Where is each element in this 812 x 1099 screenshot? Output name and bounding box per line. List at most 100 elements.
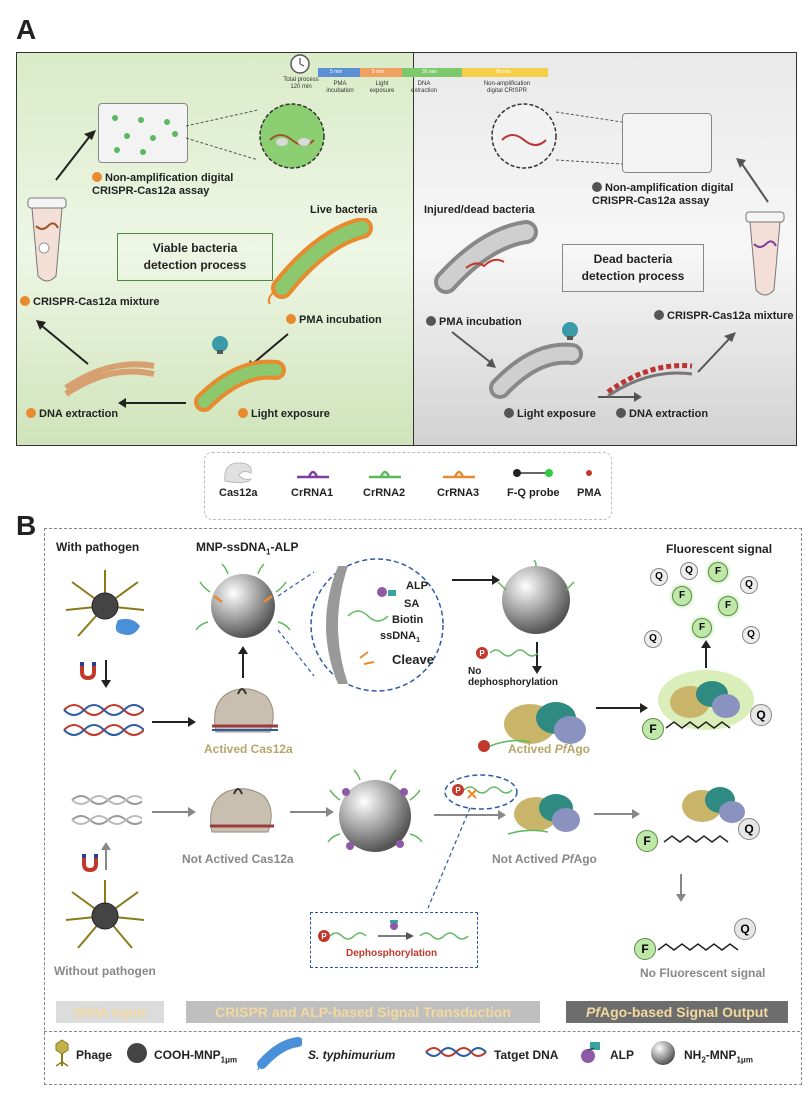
timeline-seg-light-time: 5 min: [372, 69, 385, 75]
step-5-icon: [92, 172, 102, 182]
step-1-icon-right: [426, 316, 436, 326]
pma-label-right: PMA incubation: [426, 316, 522, 328]
timeline-seg-pma: [318, 68, 360, 77]
phage-legend-icon: [55, 1039, 69, 1067]
nh2-mnp-icon: [651, 1041, 675, 1065]
phosphate-p: P: [479, 649, 485, 658]
cas12a-icon: [224, 462, 253, 484]
fluor-q-4: Q: [644, 630, 662, 648]
dna-label-left: DNA extraction: [26, 408, 118, 420]
legend-nh2-mnp: NH2-MNP1μm: [684, 1048, 753, 1065]
step-3-icon-right: [616, 408, 626, 418]
zoom-biotin-label: Biotin: [392, 614, 424, 626]
crrna1-icon: [297, 470, 329, 479]
dna-strands-right: [606, 363, 693, 398]
timeline-seg-light: [360, 68, 402, 77]
legend-fq-probe: F-Q probe: [507, 487, 560, 499]
viable-process-box: Viable bacteria detection process: [117, 233, 273, 281]
live-bacterium: [267, 218, 373, 304]
step-2-icon: [238, 408, 248, 418]
light-bulb-icon-right: [562, 322, 578, 340]
arrow-cas-to-mnp: [238, 646, 248, 678]
light-bulb-icon-left: [212, 336, 228, 354]
step-2-icon-right: [504, 408, 514, 418]
phosphate-p-dephos: P: [321, 932, 327, 941]
pfago-probe-intact: [663, 787, 745, 843]
dephos-label: Dephosphorylation: [346, 948, 438, 959]
legend-pma: PMA: [577, 487, 602, 499]
step-4-icon: [20, 296, 30, 306]
clock-icon: [290, 54, 310, 74]
cooh-mnp-icon: [127, 1043, 147, 1063]
tube-right: [745, 211, 785, 296]
timeline-label-light: Light exposure: [369, 81, 395, 94]
pfago-active: [478, 702, 586, 752]
injured-bacteria-label: Injured/dead bacteria: [424, 204, 535, 216]
probe-f-top: F: [642, 718, 664, 740]
mnp-title: MNP-ssDNA1-ALP: [196, 540, 299, 557]
s-typhimurium-icon: [257, 1037, 302, 1070]
legend-cooh-mnp: COOH-MNP1μm: [154, 1048, 238, 1065]
panel-b-letter: B: [16, 510, 37, 541]
legend-crrna3: CrRNA3: [437, 487, 480, 499]
fluor-f-4: F: [692, 618, 712, 638]
arrow-probe-down-bottom: [676, 874, 686, 902]
magnet-icon-bottom: [82, 854, 98, 872]
arrow-dna-to-cas-top: [152, 717, 196, 727]
phage-mnp-cluster-bottom: [65, 880, 145, 949]
actived-pfago-label: Actived PfAgo: [508, 742, 591, 756]
timeline-seg-crispr-time: 80 min: [496, 69, 512, 75]
nontarget-dna: [71, 795, 142, 825]
arrow-mixture-to-assay-right: [736, 158, 769, 203]
arrow-to-fluor: [701, 640, 711, 668]
legend-alp: ALP: [610, 1048, 634, 1062]
fluor-f-2: F: [672, 586, 692, 606]
zoom-sa-label: SA: [404, 598, 420, 610]
legend-cas12a: Cas12a: [219, 487, 258, 499]
zoom-droplet-left: [186, 103, 325, 169]
live-bacteria-label: Live bacteria: [310, 204, 378, 216]
pma-label-left: PMA incubation: [286, 314, 382, 326]
blocked-ssdna-ellipse: P: [444, 774, 518, 810]
timeline-label-pma: PMA incubation: [326, 81, 354, 94]
arrow-mixture-to-assay-left: [55, 130, 96, 181]
timeline-seg-dna-time: 30 min: [422, 69, 438, 75]
phage-mnp-cluster-top: [65, 570, 145, 637]
probe-f-bottom-2: F: [634, 938, 656, 960]
arrow-nontarget-to-cas: [152, 807, 196, 817]
dna-label-right: DNA extraction: [616, 408, 708, 420]
no-dephos-label: No dephosphorylation: [468, 666, 558, 688]
probe-f-bottom-1: F: [636, 830, 658, 852]
step-4-icon-right: [654, 310, 664, 320]
legend-target-dna: Tatget DNA: [494, 1048, 559, 1062]
arrow-down-left-top: [101, 660, 111, 688]
fluor-f-3: F: [718, 596, 738, 616]
timeline-seg-dna: [402, 68, 462, 77]
legend-phage: Phage: [76, 1048, 113, 1062]
arrow-cas-to-mnp-bottom: [290, 807, 334, 817]
zoom-circle: [310, 558, 444, 692]
fluor-f-1: F: [708, 562, 728, 582]
pma-icon: [586, 470, 592, 476]
legend-crrna1: CrRNA1: [291, 487, 334, 499]
panel-a-letter: A: [16, 14, 37, 45]
timeline-total: Total process 120 min: [283, 77, 319, 90]
with-pathogen-label: With pathogen: [56, 540, 140, 554]
arrow-up-bottom: [101, 842, 111, 870]
chip-droplets: [112, 115, 178, 155]
dephos-box: [310, 912, 478, 968]
crrna2-icon: [369, 470, 401, 479]
fluor-q-1: Q: [650, 568, 668, 586]
arrow-light-to-dna-left: [118, 398, 186, 408]
arrow-mnp-to-pfago-bottom: [434, 810, 506, 820]
light-bacterium: [194, 359, 286, 412]
arrow-light-to-dna-right: [598, 392, 642, 402]
probe-q-bottom-1: Q: [738, 818, 760, 840]
zoom-cleave-label: Cleave: [392, 652, 434, 667]
panel-divider: [413, 53, 414, 445]
actived-cas12a-label: Actived Cas12a: [204, 742, 293, 756]
mixture-label-right: CRISPR-Cas12a mixture: [654, 310, 794, 322]
arrow-pfago-to-probe-bottom: [594, 809, 640, 819]
mixture-label-left: CRISPR-Cas12a mixture: [20, 296, 160, 308]
zoom-ssdna-label: ssDNA1: [380, 630, 420, 645]
